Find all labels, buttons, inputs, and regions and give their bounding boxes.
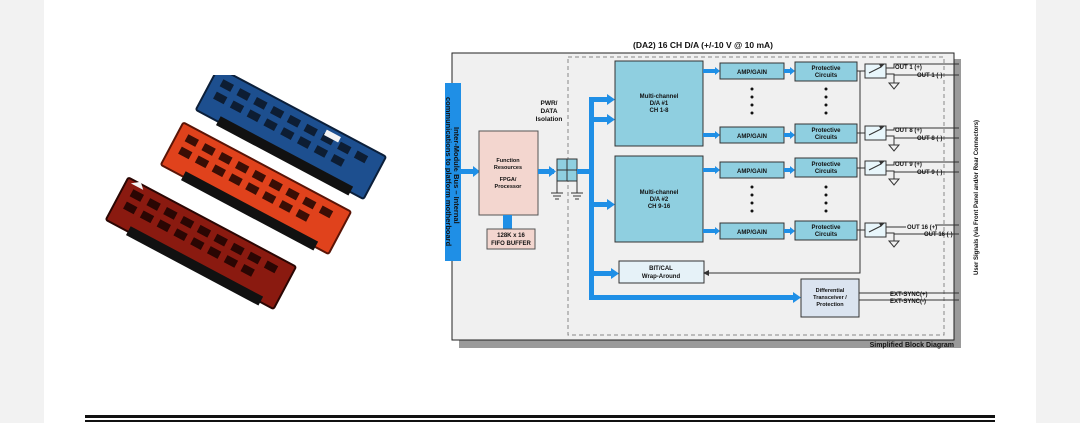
diagram-title: (DA2) 16 CH D/A (+/-10 V @ 10 mA) xyxy=(633,40,773,50)
switch-icon xyxy=(864,160,887,176)
svg-text:Differential: Differential xyxy=(816,288,845,294)
svg-text:Circuits: Circuits xyxy=(815,232,838,238)
blue-board xyxy=(195,75,387,200)
switch-icon xyxy=(864,125,887,141)
function-line1: Function xyxy=(496,158,520,164)
svg-text:OUT 1 (+): OUT 1 (+) xyxy=(895,65,922,71)
diagram-footer: Simplified Block Diagram xyxy=(870,342,954,349)
channel-row-16: AMP/GAIN Protective Circuits OUT 16 (+) … xyxy=(703,220,959,248)
isolated-region xyxy=(567,56,945,336)
svg-text:Protective: Protective xyxy=(811,66,841,72)
svg-text:OUT 8 (-): OUT 8 (-) xyxy=(917,136,942,142)
divider-line xyxy=(85,415,995,418)
amp-gain-label: AMP/GAIN xyxy=(737,230,767,236)
da1-line3: CH 1-8 xyxy=(649,108,669,114)
svg-text:OUT 16 (-): OUT 16 (-) xyxy=(924,232,953,238)
bus-label-line2: communications to platform motherboard xyxy=(445,97,453,247)
amp-gain-label: AMP/GAIN xyxy=(737,169,767,175)
channel-row-9: AMP/GAIN Protective Circuits OUT 9 (+) O… xyxy=(703,157,959,186)
function-line4: Processor xyxy=(495,184,523,190)
fifo-line1: 128K x 16 xyxy=(497,233,525,239)
amp-gain-label: AMP/GAIN xyxy=(737,70,767,76)
svg-text:Protection: Protection xyxy=(816,302,844,308)
circuit-boards-photo xyxy=(105,75,387,310)
function-line3: FPGA/ xyxy=(500,177,517,183)
isolation-line2: DATA xyxy=(540,108,557,115)
da1-line1: Multi-channel xyxy=(640,94,679,100)
svg-text:OUT 9 (-): OUT 9 (-) xyxy=(917,170,942,176)
divider-line xyxy=(85,420,995,422)
red-board xyxy=(105,177,297,310)
amp-gain-label: AMP/GAIN xyxy=(737,134,767,140)
svg-text:EXT-SYNC(+): EXT-SYNC(+) xyxy=(890,292,928,298)
ellipsis-dots xyxy=(750,87,828,213)
da2-block xyxy=(614,155,704,243)
da1-line2: D/A #1 xyxy=(650,101,669,107)
svg-text:Circuits: Circuits xyxy=(815,135,838,141)
isolation-line1: PWR/ xyxy=(541,100,558,107)
svg-text:Protective: Protective xyxy=(811,128,841,134)
inter-module-bus xyxy=(445,83,461,261)
svg-text:Transceiver /: Transceiver / xyxy=(813,295,847,301)
isolation-line3: Isolation xyxy=(536,116,563,123)
svg-text:OUT 1 (-): OUT 1 (-) xyxy=(917,73,942,79)
da2-line1: Multi-channel xyxy=(640,190,679,196)
svg-text:Protective: Protective xyxy=(811,162,841,168)
differential-transceiver xyxy=(800,278,860,318)
svg-text:EXT-SYNC(-): EXT-SYNC(-) xyxy=(890,299,926,305)
ground-icon xyxy=(887,144,901,152)
svg-text:OUT 16 (+): OUT 16 (+) xyxy=(907,225,937,231)
fifo-line2: FIFO BUFFER xyxy=(491,241,531,247)
block-diagram: (DA2) 16 CH D/A (+/-10 V @ 10 mA) Simpli… xyxy=(445,40,980,349)
channel-row-1: AMP/GAIN Protective Circuits OUT 1 (+) O… xyxy=(703,61,959,90)
svg-text:BIT/CAL: BIT/CAL xyxy=(649,266,673,272)
ground-icon xyxy=(551,192,563,200)
da1-block xyxy=(614,60,704,147)
user-signals-label: User Signals (via Front Panel and/or Rea… xyxy=(974,120,980,275)
ground-icon xyxy=(887,240,901,248)
channel-row-8: AMP/GAIN Protective Circuits OUT 8 (+) O… xyxy=(703,123,959,152)
svg-text:Protective: Protective xyxy=(811,225,841,231)
ground-icon xyxy=(887,178,901,186)
svg-text:Circuits: Circuits xyxy=(815,73,838,79)
switch-icon xyxy=(864,63,887,79)
svg-text:OUT 8 (+): OUT 8 (+) xyxy=(895,128,922,134)
ground-icon xyxy=(887,82,901,90)
da2-line3: CH 9-16 xyxy=(648,204,671,210)
svg-text:Wrap-Around: Wrap-Around xyxy=(642,274,681,280)
bus-label-line1: Inter-Module Bus – Internal xyxy=(452,127,461,224)
function-line2: Resources xyxy=(494,165,522,171)
svg-text:Circuits: Circuits xyxy=(815,169,838,175)
fpga-processor-block xyxy=(478,130,539,216)
ground-icon xyxy=(571,192,583,200)
switch-icon xyxy=(864,222,887,238)
da2-line2: D/A #2 xyxy=(650,197,669,203)
orange-board xyxy=(160,122,352,255)
svg-text:OUT 9 (+): OUT 9 (+) xyxy=(895,162,922,168)
bitcal-block xyxy=(618,260,705,284)
fifo-buffer xyxy=(486,228,536,250)
